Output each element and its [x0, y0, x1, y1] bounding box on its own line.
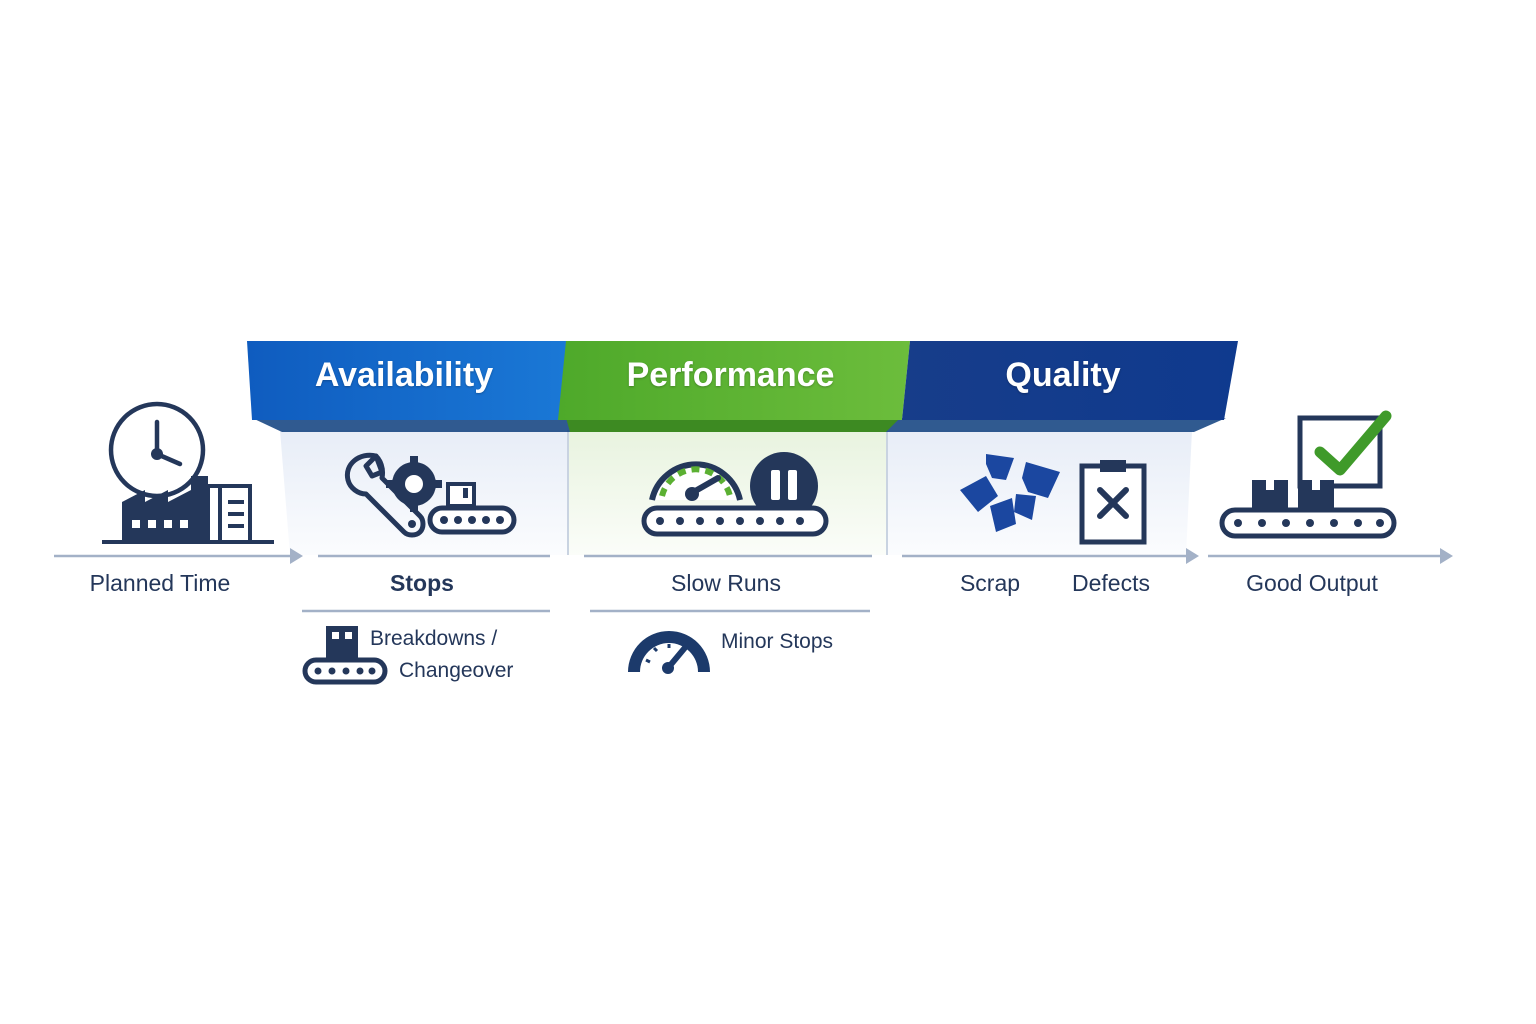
performance-header-bg [558, 341, 910, 420]
broken-pieces-icon [960, 454, 1060, 532]
defects-label: Defects [1072, 570, 1150, 596]
breakdowns-label-line1: Breakdowns / [370, 627, 498, 650]
gauge-icon [628, 631, 710, 674]
performance-header: Performance [626, 356, 835, 394]
quality-header-bg [902, 341, 1238, 420]
planned-time-label: Planned Time [89, 570, 231, 596]
clipboard-x-icon [1079, 460, 1147, 545]
good-output-label: Good Output [1246, 570, 1378, 596]
slow-runs-label: Slow Runs [671, 570, 781, 596]
conveyor-checkmark-icon [1219, 410, 1397, 539]
breakdowns-label-line2: Changeover [399, 659, 514, 682]
quality-header: Quality [1005, 356, 1121, 394]
availability-header-bg [247, 341, 567, 420]
stops-label: Stops [390, 570, 454, 596]
clock-factory-icon [102, 401, 274, 544]
minor-stops-label: Minor Stops [721, 630, 834, 653]
availability-header: Availability [314, 356, 494, 394]
speedometer-pause-conveyor-icon [641, 452, 829, 537]
scrap-label: Scrap [959, 570, 1021, 596]
wrench-gear-conveyor-icon [344, 452, 517, 538]
machine-conveyor-icon [302, 626, 388, 685]
